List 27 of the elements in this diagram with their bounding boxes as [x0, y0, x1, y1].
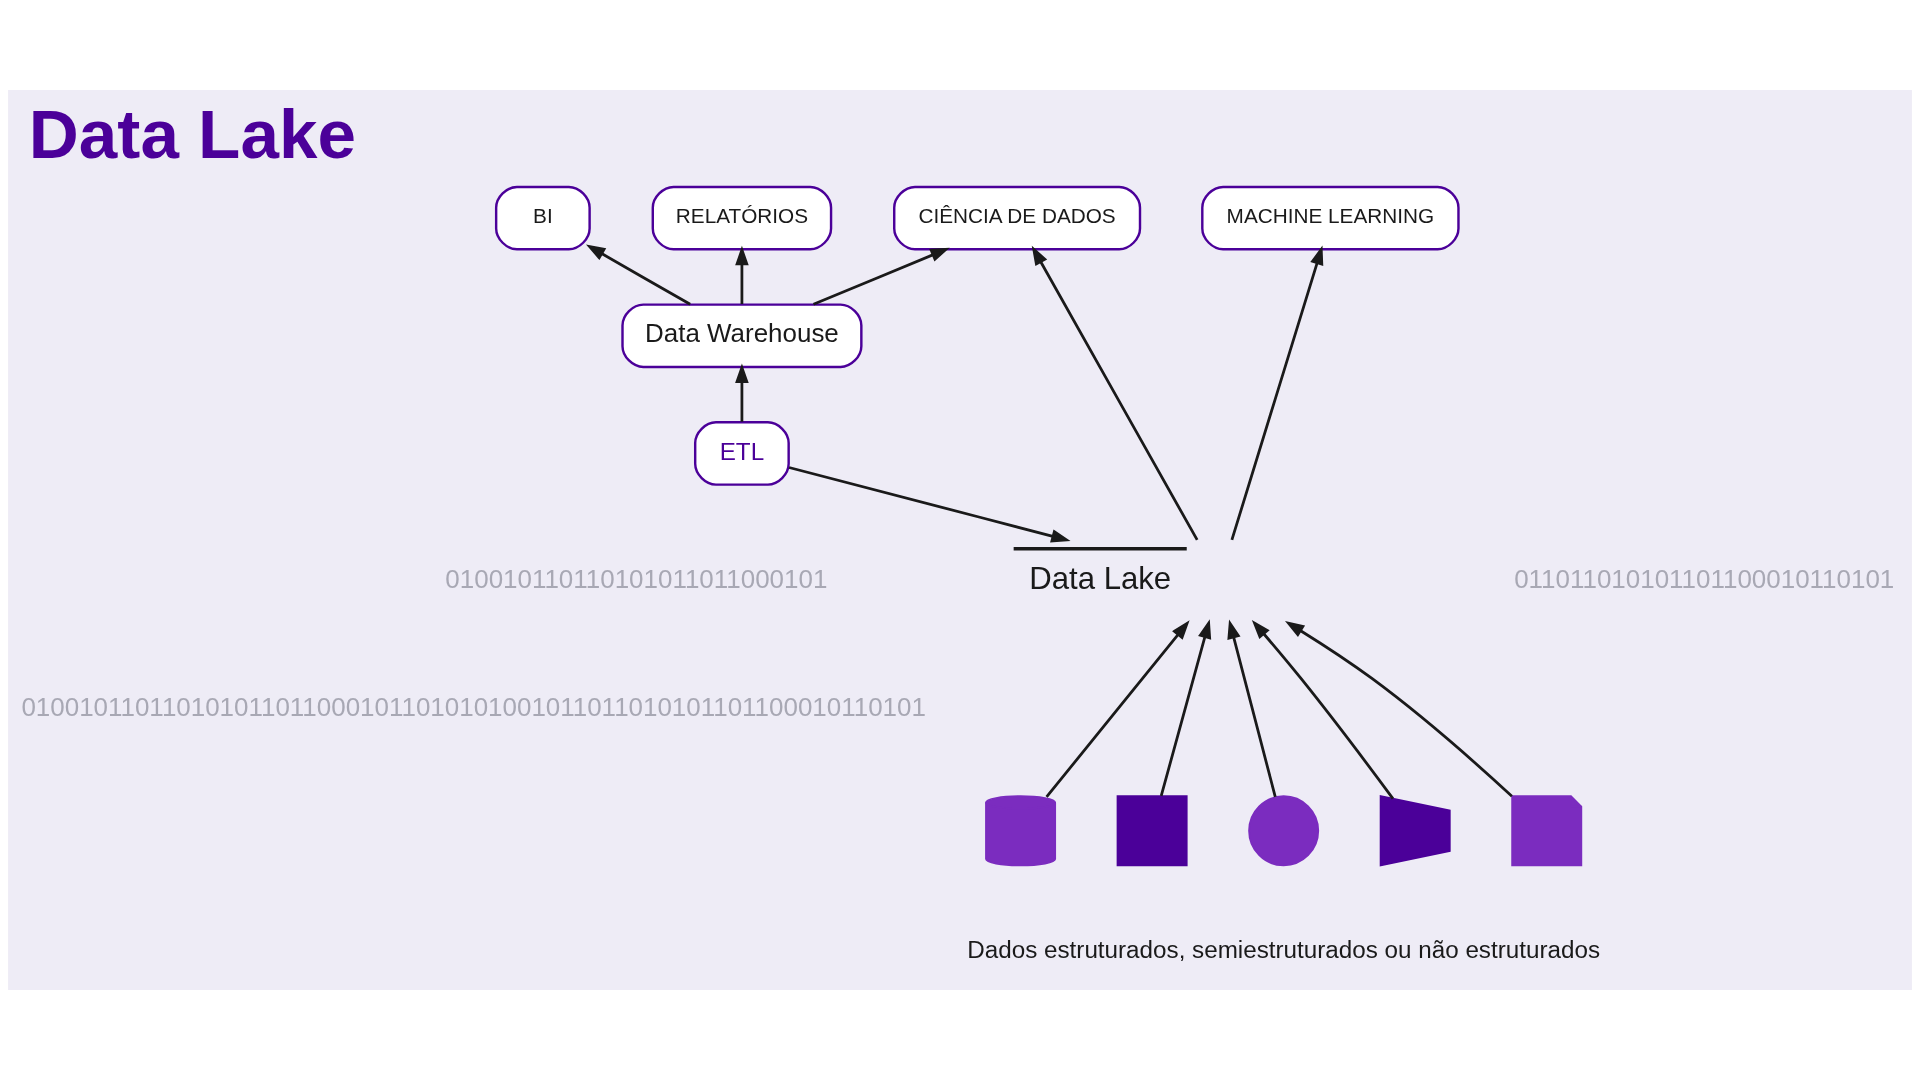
- arrow: [586, 244, 691, 306]
- node-box: RELATÓRIOS: [651, 185, 833, 251]
- arrow: [813, 247, 950, 306]
- arrow: [1159, 619, 1212, 797]
- node-box: CIÊNCIA DE DADOS: [893, 185, 1142, 251]
- label: 0100101101101010110110001011010101001011011010101101100010110101: [21, 691, 926, 722]
- node-box: MACHINE LEARNING: [1201, 185, 1460, 251]
- label: 011011010101101100010110101: [1514, 563, 1895, 594]
- arrow: [1045, 620, 1190, 798]
- label: 010010110110101011011000101: [445, 563, 828, 594]
- arrow: [1031, 245, 1199, 541]
- arrow: [735, 245, 749, 305]
- node-box: Data Warehouse: [621, 303, 863, 369]
- arrow: [1230, 245, 1324, 541]
- node-circle: [1248, 795, 1320, 867]
- arrow: [1284, 621, 1513, 798]
- arrow: [1251, 619, 1395, 800]
- label: Dados estruturados, semiestruturados ou não estruturados: [967, 936, 1601, 964]
- diagram-title: Data Lake: [28, 94, 356, 173]
- node-text: Data Lake: [1029, 561, 1172, 597]
- arrow: [788, 466, 1071, 543]
- node-trapezium: [1379, 795, 1451, 867]
- node-box: BI: [494, 185, 591, 251]
- node-box: ETL: [694, 421, 790, 486]
- arrow: [735, 363, 749, 422]
- node-box: [1116, 795, 1188, 867]
- arrow: [1227, 619, 1277, 798]
